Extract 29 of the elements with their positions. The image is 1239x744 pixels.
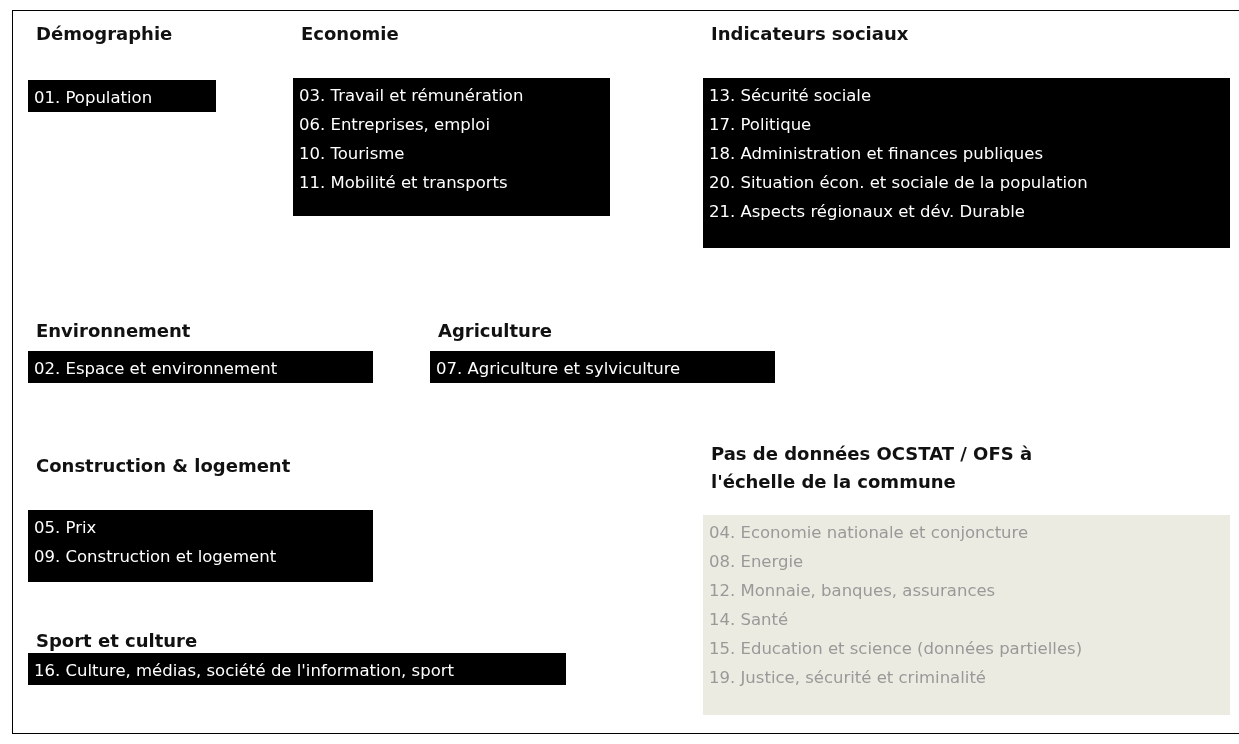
category-item: 17. Politique: [709, 114, 813, 136]
category-item: 12. Monnaie, banques, assurances: [709, 580, 997, 602]
category-item: 07. Agriculture et sylviculture: [436, 358, 682, 380]
category-item: 16. Culture, médias, société de l'information, sport: [34, 660, 455, 682]
section-heading: Démographie: [36, 22, 173, 46]
section-heading: Environnement: [36, 319, 191, 343]
section-heading: Construction & logement: [36, 454, 291, 478]
category-item: 06. Entreprises, emploi: [299, 114, 492, 136]
category-item: 01. Population: [34, 87, 154, 109]
category-item: 14. Santé: [709, 609, 790, 631]
category-item: 03. Travail et rémunération: [299, 85, 525, 107]
category-item: 09. Construction et logement: [34, 546, 278, 568]
category-item: 18. Administration et finances publiques: [709, 143, 1045, 165]
category-item: 11. Mobilité et transports: [299, 172, 509, 194]
category-item: 21. Aspects régionaux et dév. Durable: [709, 201, 1026, 223]
section-heading: Economie: [301, 22, 399, 46]
category-item: 04. Economie nationale et conjoncture: [709, 522, 1030, 544]
category-item: 15. Education et science (données partielles): [709, 638, 1084, 660]
section-heading: Sport et culture: [36, 629, 198, 653]
section-heading: Indicateurs sociaux: [711, 22, 909, 46]
category-item: 02. Espace et environnement: [34, 358, 279, 380]
category-item: 19. Justice, sécurité et criminalité: [709, 667, 987, 689]
category-item: 13. Sécurité sociale: [709, 85, 873, 107]
section-heading: Agriculture: [438, 319, 553, 343]
category-item: 05. Prix: [34, 517, 98, 539]
category-item: 10. Tourisme: [299, 143, 406, 165]
category-item: 20. Situation écon. et sociale de la population: [709, 172, 1089, 194]
section-heading: Pas de données OCSTAT / OFS à l'échelle de la commune: [711, 442, 1034, 494]
category-item: 08. Energie: [709, 551, 805, 573]
